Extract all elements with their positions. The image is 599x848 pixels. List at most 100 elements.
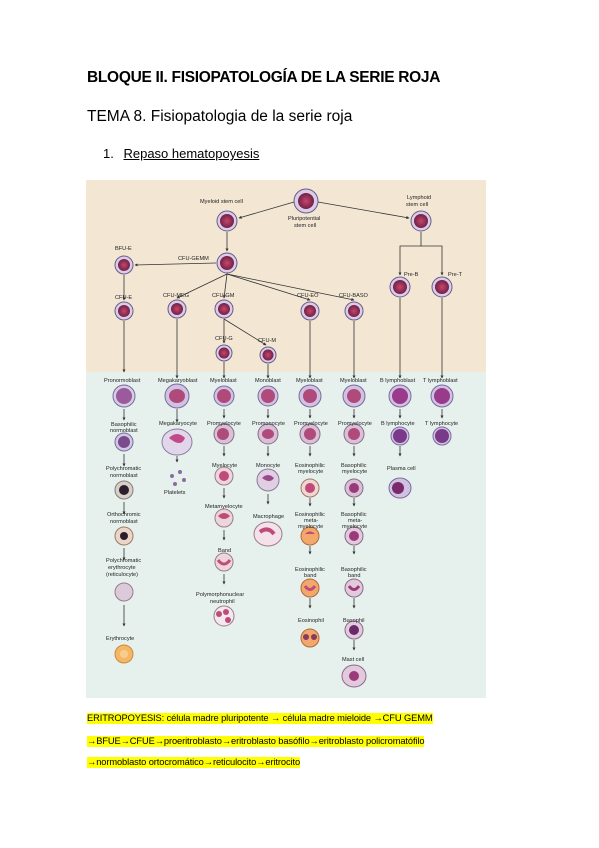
figure-labels: Myeloid stem cell Pluripotential stem ce… <box>104 195 463 663</box>
label-cfu-e: CFU-E <box>115 295 132 301</box>
b-lymphocyte-cell <box>390 426 410 446</box>
label-myeloid-stem: Myeloid stem cell <box>200 199 243 205</box>
label-eosinophilic-1: Eosinophilic <box>295 463 325 469</box>
bfu-e-cell <box>114 255 134 275</box>
orthochromic-normoblast-cell <box>114 526 134 546</box>
pre-t-cell <box>431 276 453 298</box>
promonocyte-cell <box>257 423 279 445</box>
label-normoblast-1: normoblast <box>110 428 138 434</box>
section-heading: 1. Repaso hematopoyesis <box>103 146 259 161</box>
label-cfu-baso: CFU-BASO <box>339 293 369 299</box>
myeloblast-cell-1 <box>213 385 235 407</box>
megakaryocyte-cell <box>161 428 193 456</box>
label-basophilic-3: Basophilic <box>341 512 367 518</box>
monoblast-cell <box>257 385 279 407</box>
erythropoiesis-note-line-1: ERITROPOYESIS: célula madre pluripotente… <box>87 713 433 724</box>
figure-top-background <box>86 180 486 372</box>
myeloblast-cell-3 <box>342 384 366 408</box>
megakaryoblast-cell <box>164 383 190 409</box>
label-myeloblast-1: Myeloblast <box>210 378 237 384</box>
label-normoblast-3: normoblast <box>110 519 138 525</box>
label-cfu-meg: CFU-MEG <box>163 293 189 299</box>
label-meta-2: meta- <box>348 518 362 524</box>
label-pluripotential: Pluripotential <box>288 216 320 222</box>
label-cfu-g: CFU-G <box>215 336 233 342</box>
label-promonocyte: Promonocyte <box>252 421 285 427</box>
basophilic-normoblast-cell <box>114 432 134 452</box>
label-polychromatic-2: Polychromatic <box>106 558 141 564</box>
band-cell <box>214 552 234 572</box>
myeloid-stem-cell <box>216 210 238 232</box>
erythropoiesis-note-line-3: →normoblasto ortocromático→reticulocito→… <box>87 757 301 768</box>
label-mast-cell: Mast cell <box>342 657 364 663</box>
neutrophil-cell <box>213 605 235 627</box>
pronormoblast-cell <box>112 384 136 408</box>
label-band: Band <box>218 548 231 554</box>
label-myelocyte: Myelocyte <box>212 463 237 469</box>
figure-bottom-background <box>86 372 486 698</box>
cfu-eo-cell <box>300 301 320 321</box>
label-normoblast-2: normoblast <box>110 473 138 479</box>
label-t-lymphoblast: T lymphoblast <box>423 378 458 384</box>
label-myeloblast-2: Myeloblast <box>296 378 323 384</box>
label-lymphoid: Lymphoid <box>407 195 431 201</box>
section-title: Repaso hematopoyesis <box>123 146 260 161</box>
label-pluripotential-2: stem cell <box>294 223 316 229</box>
label-polymorph: Polymorphonuclear <box>196 592 244 598</box>
b-lymphoblast-cell <box>388 384 412 408</box>
label-t-lymphocyte: T lymphocyte <box>425 421 458 427</box>
label-cfu-m: CFU-M <box>258 338 276 344</box>
label-basophilic-2: Basophilic <box>341 463 367 469</box>
cfu-g-cell <box>215 344 233 362</box>
mast-cell <box>341 664 367 688</box>
label-polychromatic-1: Polychromatic <box>106 466 141 472</box>
polychromatic-normoblast-cell <box>114 480 134 500</box>
reticulocyte-cell <box>114 582 134 602</box>
progenitor-cells <box>114 188 453 364</box>
label-myeloblast-3: Myeloblast <box>340 378 367 384</box>
label-megakaryocyte: Megakaryocyte <box>159 421 197 427</box>
label-cfu-eo: CFU-EO <box>297 293 319 299</box>
label-eosinophilic-3: Eosinophilic <box>295 567 325 573</box>
pluripotential-stem-cell <box>293 188 319 214</box>
eosinophil-cell <box>300 628 320 648</box>
t-lymphocyte-cell <box>432 426 452 446</box>
promyelocyte-cell-3 <box>343 423 365 445</box>
label-pre-t: Pre-T <box>448 272 463 278</box>
label-meta-1: meta- <box>304 518 318 524</box>
label-eosinophil: Eosinophil <box>298 618 324 624</box>
label-neutrophil: neutrophil <box>210 599 235 605</box>
platelets-cells <box>170 470 186 486</box>
label-bfu-e: BFU-E <box>115 246 132 252</box>
label-platelets: Platelets <box>164 490 186 496</box>
label-b-lymphoblast: B lymphoblast <box>380 378 416 384</box>
basophilic-myelocyte-cell <box>344 478 364 498</box>
label-erythrocyte-1: erythrocyte <box>108 565 136 571</box>
monocyte-cell <box>256 468 280 492</box>
myelocyte-cell <box>214 466 234 486</box>
label-band-eo: band <box>304 573 316 579</box>
cfu-gemm-cell <box>216 252 238 274</box>
label-macrophage: Macrophage <box>253 514 284 520</box>
label-plasma-cell: Plasma cell <box>387 466 416 472</box>
pre-b-cell <box>389 276 411 298</box>
basophilic-band-cell <box>344 578 364 598</box>
label-promyelocyte-1: Promyelocyte <box>207 421 241 427</box>
promyelocyte-cell-2 <box>299 423 321 445</box>
differentiated-cells <box>112 383 454 688</box>
label-myelocyte-3: myelocyte <box>342 524 367 530</box>
basophil-cell <box>344 620 364 640</box>
lineage-arrows <box>122 201 444 651</box>
plasma-cell <box>388 477 412 499</box>
macrophage-cell <box>253 521 283 547</box>
label-orthochromic: Orthochromic <box>107 512 141 518</box>
hematopoiesis-figure: Myeloid stem cell Pluripotential stem ce… <box>86 180 486 698</box>
topic-title: TEMA 8. Fisiopatologia de la serie roja <box>87 108 353 125</box>
label-band-baso: band <box>348 573 360 579</box>
label-basophilic-4: Basophilic <box>341 567 367 573</box>
label-myelocyte-eo: myelocyte <box>298 469 323 475</box>
section-number: 1. <box>103 146 114 161</box>
label-monocyte: Monocyte <box>256 463 280 469</box>
lymphoid-stem-cell <box>410 210 432 232</box>
label-monoblast: Monoblast <box>255 378 281 384</box>
